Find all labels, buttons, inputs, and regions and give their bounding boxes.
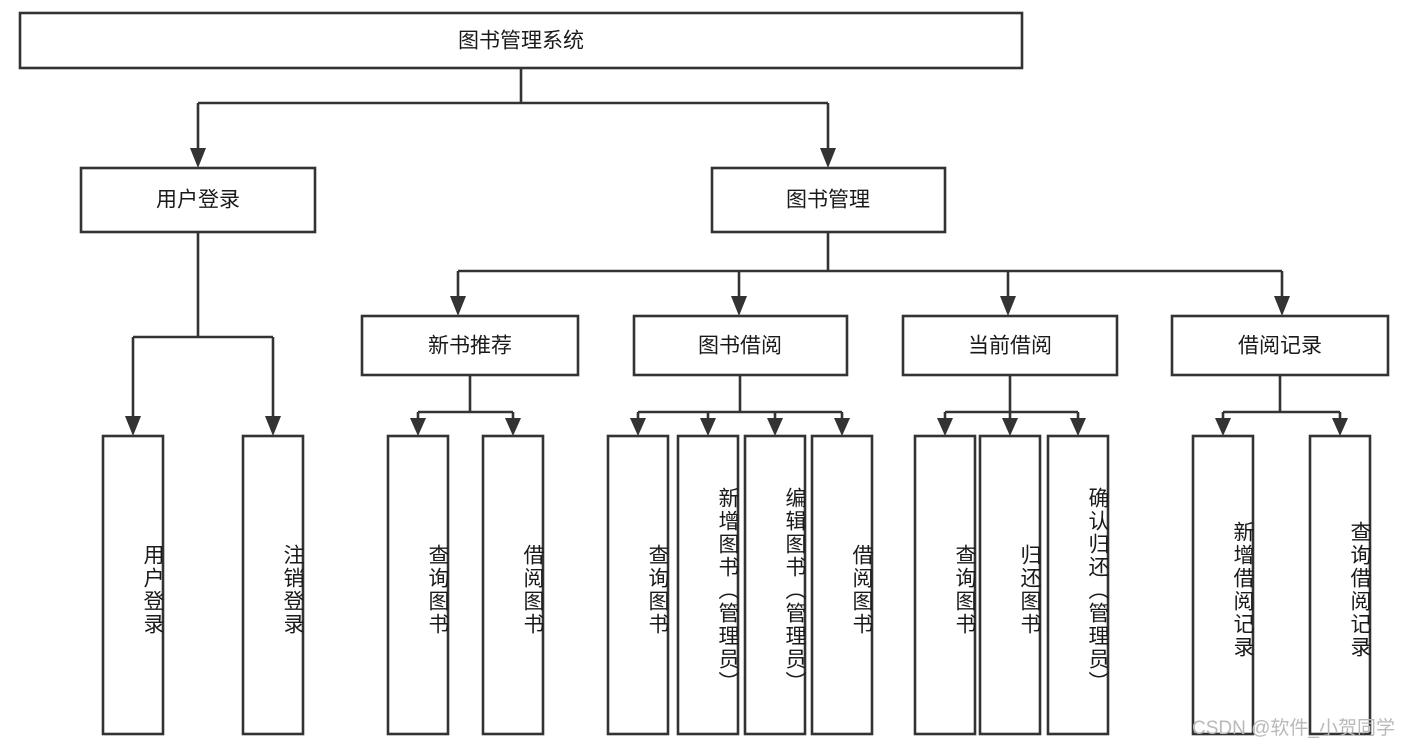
arrow-to-current-borrow <box>1000 296 1016 316</box>
arrow-to-leaf-query-book-2 <box>630 418 646 436</box>
leaf-confirm-return-rect[interactable] <box>1046 434 1110 736</box>
node-user-login[interactable]: 用户登录 <box>79 166 317 234</box>
node-user-login-label: 用户登录 <box>156 189 240 212</box>
node-root[interactable]: 图书管理系统 <box>18 11 1024 70</box>
arrow-to-leaf-query-book-3 <box>937 418 953 436</box>
arrow-to-leaf-logout <box>265 416 281 436</box>
arrow-to-leaf-query-record <box>1332 418 1348 436</box>
arrow-to-leaf-edit-book <box>767 418 783 436</box>
leaf-user-login-rect[interactable] <box>101 434 165 736</box>
node-borrow-record[interactable]: 借阅记录 <box>1170 314 1390 377</box>
node-book-borrow-label: 图书借阅 <box>698 335 782 358</box>
arrow-to-leaf-query-book-1 <box>410 418 426 436</box>
node-book-manage[interactable]: 图书管理 <box>710 166 947 234</box>
connector-root-to-level2 <box>190 68 836 168</box>
arrow-to-borrow-record <box>1274 296 1290 316</box>
node-book-borrow[interactable]: 图书借阅 <box>632 314 849 377</box>
leaf-add-record-rect[interactable] <box>1191 434 1255 736</box>
arrow-to-leaf-confirm-return <box>1070 418 1086 436</box>
leaf-return-book-rect[interactable] <box>978 434 1042 736</box>
leaf-query-book-1-rect[interactable] <box>386 434 450 736</box>
arrow-to-leaf-borrow-book-2 <box>834 418 850 436</box>
node-root-rect <box>18 11 1024 70</box>
connector-book-manage-to-level3 <box>450 232 1290 316</box>
arrow-to-book-borrow <box>731 296 747 316</box>
connector-book-borrow-to-leaves <box>630 375 850 436</box>
arrow-to-leaf-add-record <box>1215 418 1231 436</box>
connector-user-login-to-leaves <box>125 232 281 436</box>
leaf-add-book-rect[interactable] <box>676 434 740 736</box>
arrow-to-leaf-add-book <box>700 418 716 436</box>
connector-new-book-rec-to-leaves <box>410 375 521 436</box>
node-current-borrow-rect <box>901 314 1119 377</box>
node-book-borrow-rect <box>632 314 849 377</box>
node-book-manage-label: 图书管理 <box>786 189 870 212</box>
node-current-borrow-label: 当前借阅 <box>968 335 1052 358</box>
leaf-query-book-2-rect[interactable] <box>606 434 670 736</box>
arrow-to-leaf-borrow-book-1 <box>505 418 521 436</box>
arrow-to-leaf-return-book <box>1002 418 1018 436</box>
arrow-to-book-manage <box>820 148 836 168</box>
connector-current-borrow-to-leaves <box>937 375 1086 436</box>
node-borrow-record-rect <box>1170 314 1390 377</box>
node-book-manage-rect <box>710 166 947 234</box>
leaf-query-record-rect[interactable] <box>1308 434 1372 736</box>
node-borrow-record-label: 借阅记录 <box>1238 335 1322 358</box>
arrow-to-leaf-user-login <box>125 416 141 436</box>
leaf-edit-book-rect[interactable] <box>743 434 807 736</box>
connector-borrow-record-to-leaves <box>1215 375 1348 436</box>
node-new-book-rec-rect <box>360 314 580 377</box>
leaf-logout-rect[interactable] <box>241 434 305 736</box>
node-root-label: 图书管理系统 <box>458 30 584 53</box>
leaf-borrow-book-2-rect[interactable] <box>810 434 874 736</box>
arrow-to-user-login <box>190 148 206 168</box>
node-new-book-rec-label: 新书推荐 <box>428 335 512 358</box>
node-new-book-rec[interactable]: 新书推荐 <box>360 314 580 377</box>
leaf-node-rects <box>101 434 1372 736</box>
leaf-query-book-3-rect[interactable] <box>913 434 977 736</box>
node-current-borrow[interactable]: 当前借阅 <box>901 314 1119 377</box>
arrow-to-new-book-rec <box>450 296 466 316</box>
leaf-borrow-book-1-rect[interactable] <box>481 434 545 736</box>
csdn-watermark: CSDN @软件_小贺同学 <box>1192 718 1395 739</box>
